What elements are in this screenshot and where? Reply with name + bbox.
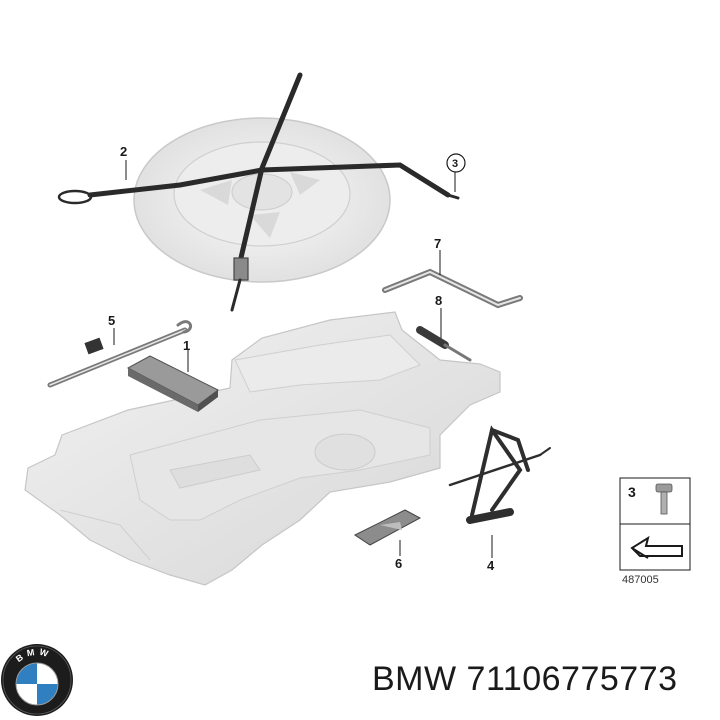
callout-2: 2: [120, 144, 127, 159]
callout-8: 8: [435, 293, 442, 308]
leader-lines: [113, 160, 493, 558]
callout-6: 6: [395, 556, 402, 571]
callout-3-circle: [446, 153, 466, 173]
towing-eye-part-5: [47, 320, 192, 388]
callout-5: 5: [108, 313, 115, 328]
part-number-text: BMW 71106775773: [372, 660, 678, 698]
tool-box-part-1: [126, 355, 219, 412]
legend-number: 3: [628, 484, 636, 500]
callout-1: 1: [183, 338, 190, 353]
spare-tire: [133, 117, 391, 283]
callouts: 1 2 3 4 5 6 7 8: [108, 144, 495, 573]
torque-hint-icon: [630, 535, 683, 559]
callout-7: 7: [434, 236, 441, 251]
callout-4: 4: [487, 558, 495, 573]
drawing-code: 487005: [622, 574, 659, 586]
foam-tray: [24, 311, 501, 586]
bracket-part-6: [354, 509, 422, 546]
bolt-icon: [655, 483, 673, 515]
hex-key-part-7: [382, 268, 523, 309]
screwdriver-part-8: [416, 326, 472, 362]
legend-box: 3 487005: [619, 477, 691, 586]
bmw-logo: BMW: [1, 644, 73, 716]
tire-strap: [57, 72, 460, 312]
jack-part-4: [448, 425, 551, 524]
callout-3: 3: [452, 158, 458, 170]
